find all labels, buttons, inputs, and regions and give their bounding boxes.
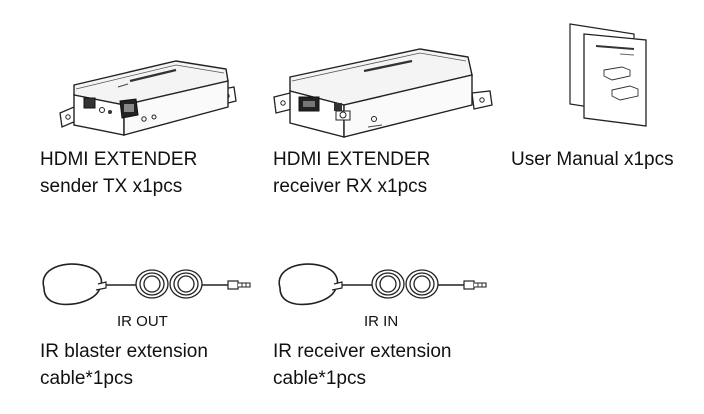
ir-receiver-caption-line1: IR receiver extension	[273, 341, 452, 362]
manual-caption: User Manual x1pcs	[511, 149, 674, 170]
ir-receiver-caption-line2: cable*1pcs	[273, 368, 366, 389]
ir-receiver-label: IR IN	[364, 313, 399, 330]
ir-receiver-cable-image	[278, 263, 487, 306]
hdmi-sender-tx-image	[59, 60, 237, 136]
user-manual-image	[569, 23, 647, 127]
ir-blaster-cable-image	[42, 263, 251, 306]
sender-caption-line2: sender TX x1pcs	[40, 176, 183, 197]
ir-blaster-caption-line1: IR blaster extension	[40, 341, 208, 362]
ir-blaster-label: IR OUT	[117, 313, 168, 330]
hdmi-receiver-rx-image	[273, 48, 493, 138]
receiver-caption-line2: receiver RX x1pcs	[273, 176, 428, 197]
sender-caption-line1: HDMI EXTENDER	[40, 149, 198, 170]
receiver-caption-line1: HDMI EXTENDER	[273, 149, 431, 170]
ir-blaster-caption-line2: cable*1pcs	[40, 368, 133, 389]
